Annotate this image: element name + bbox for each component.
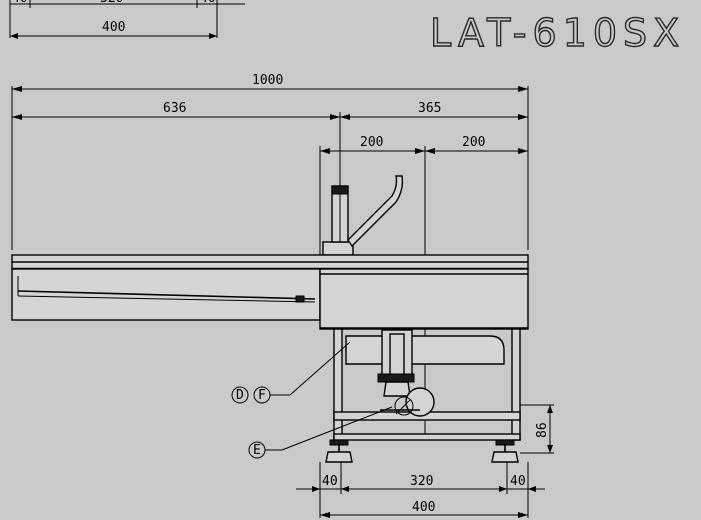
worktop [11, 254, 529, 271]
dim-top-inner: 320 [100, 0, 123, 6]
dim-right-section: 365 [418, 101, 441, 116]
dim-top-left-b: 40 [200, 0, 216, 6]
callout-label-d: D [236, 388, 244, 403]
dim-overall-width: 1000 [252, 73, 283, 88]
dim-left-section: 636 [163, 101, 186, 116]
drainer-section [11, 268, 321, 321]
callout-e: E [248, 406, 393, 459]
shelf-height-dimension: 86 [520, 404, 554, 454]
overall-width-dimension: 1000 [11, 73, 529, 250]
dim-basin-right: 200 [462, 135, 485, 150]
dim-shelf-height: 86 [535, 422, 550, 438]
callout-label-e: E [253, 443, 261, 458]
dim-bottom-right: 40 [510, 474, 526, 489]
dim-top-total: 400 [102, 20, 125, 35]
bottom-dimensions: 40 320 40 400 [296, 462, 545, 518]
faucet [322, 175, 404, 256]
basin [319, 268, 529, 330]
dim-bottom-total: 400 [412, 500, 435, 515]
stand [325, 328, 521, 463]
dim-top-left-a: 40 [12, 0, 28, 6]
dim-bottom-inner: 320 [410, 474, 433, 489]
dim-bottom-left: 40 [322, 474, 338, 489]
dim-basin-left: 200 [360, 135, 383, 150]
drain-assembly [345, 329, 505, 417]
model-title: LAT-610SX [430, 11, 685, 55]
callout-df: D F [231, 341, 351, 404]
section-dimensions: 636 365 [12, 101, 528, 250]
top-dimension-group: 40 320 40 400 [9, 0, 245, 39]
callout-label-f: F [258, 388, 266, 403]
